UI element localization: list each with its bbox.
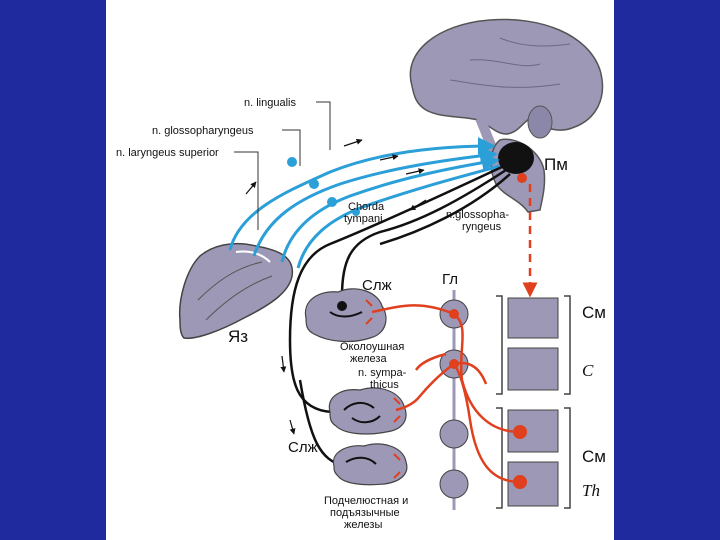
label-tympani: tympani [344, 213, 383, 225]
label-thicus: thicus [370, 379, 399, 391]
label-submand-1: Подчелюстная и [324, 495, 408, 507]
label-gl: Гл [442, 271, 458, 288]
medulla-nucleus [498, 142, 534, 174]
label-submand-3: железы [344, 519, 382, 531]
label-th: Th [582, 481, 600, 500]
label-yaz: Яз [228, 327, 248, 346]
parotid-gland [304, 288, 387, 343]
spinal-cord-segments [507, 297, 559, 507]
label-c: C [582, 361, 594, 380]
afferent-pathways [228, 137, 501, 269]
label-sm-2: См [582, 447, 606, 466]
label-ryngeus: ryngeus [462, 221, 502, 233]
efferent-arrows [280, 199, 427, 435]
label-n-glossopha: n.glossopha- [446, 209, 509, 221]
leader-lines [234, 101, 331, 230]
label-n-sympa: n. sympa- [358, 367, 407, 379]
label-slzh-bottom: Слж [288, 439, 318, 456]
sympathetic-fibers [371, 304, 521, 484]
afferent-arrows [245, 138, 425, 195]
sympathetic-forks [365, 299, 401, 479]
label-slzh-top: Слж [362, 277, 392, 294]
label-n-laryngeus-superior: n. laryngeus superior [116, 147, 219, 159]
submandibular-gland [328, 387, 407, 435]
label-pm: Пм [544, 155, 568, 174]
label-parotid-1: Околоушная [340, 341, 404, 353]
label-n-lingualis: n. lingualis [244, 97, 296, 109]
sublingual-gland [332, 443, 408, 486]
sympathetic-terminals [449, 309, 527, 489]
label-parotid-2: железа [350, 353, 387, 365]
label-submand-2: подъязычные [330, 507, 400, 519]
label-chorda: Chorda [348, 201, 385, 213]
spinal-brackets [496, 295, 571, 509]
label-n-glossopharyngeus: n. glossopharyngeus [152, 125, 254, 137]
ganglion-dots [287, 157, 360, 216]
label-sm-1: См [582, 303, 606, 322]
